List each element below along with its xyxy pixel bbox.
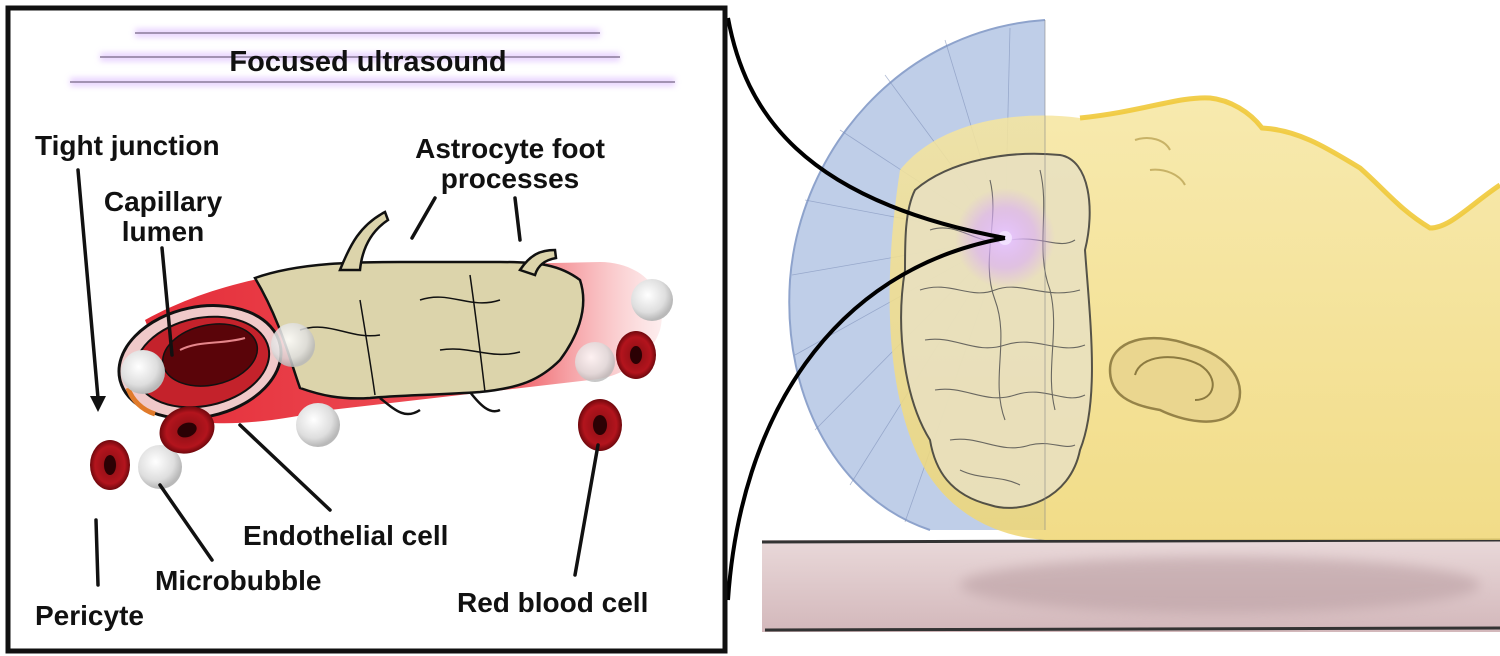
title: Focused ultrasound <box>229 46 506 78</box>
label-tight-junction: Tight junction <box>35 130 220 161</box>
table <box>761 538 1500 632</box>
microbubble <box>631 279 673 321</box>
labels: Focused ultrasound Tight junction Capill… <box>35 46 648 631</box>
label-endothelial-cell: Endothelial cell <box>243 520 448 551</box>
label-astrocyte-line2: processes <box>441 163 580 194</box>
label-red-blood-cell: Red blood cell <box>457 587 648 618</box>
pericyte-shape <box>125 387 156 417</box>
patient-scene <box>761 19 1500 632</box>
microbubble <box>575 342 615 382</box>
red-blood-cell <box>90 440 130 490</box>
red-blood-cell <box>616 331 656 379</box>
inset-panel: Focused ultrasound Tight junction Capill… <box>5 5 728 654</box>
microbubbles <box>121 279 673 489</box>
ultrasound-waves <box>70 28 675 87</box>
microbubble <box>296 403 340 447</box>
zoom-callout-lines <box>726 17 1006 601</box>
red-blood-cell <box>578 399 622 451</box>
label-capillary-lumen-line2: lumen <box>122 216 204 247</box>
label-microbubble: Microbubble <box>155 565 321 596</box>
red-blood-cell <box>159 406 215 454</box>
microbubble <box>138 445 182 489</box>
astrocyte-processes <box>253 210 585 416</box>
red-blood-cells <box>90 331 656 490</box>
leader-lines <box>76 168 600 587</box>
label-pericyte: Pericyte <box>35 600 144 631</box>
microbubble <box>121 350 165 394</box>
microbubble <box>271 323 315 367</box>
label-astrocyte-line1: Astrocyte foot <box>415 133 605 164</box>
label-capillary-lumen-line1: Capillary <box>104 186 223 217</box>
